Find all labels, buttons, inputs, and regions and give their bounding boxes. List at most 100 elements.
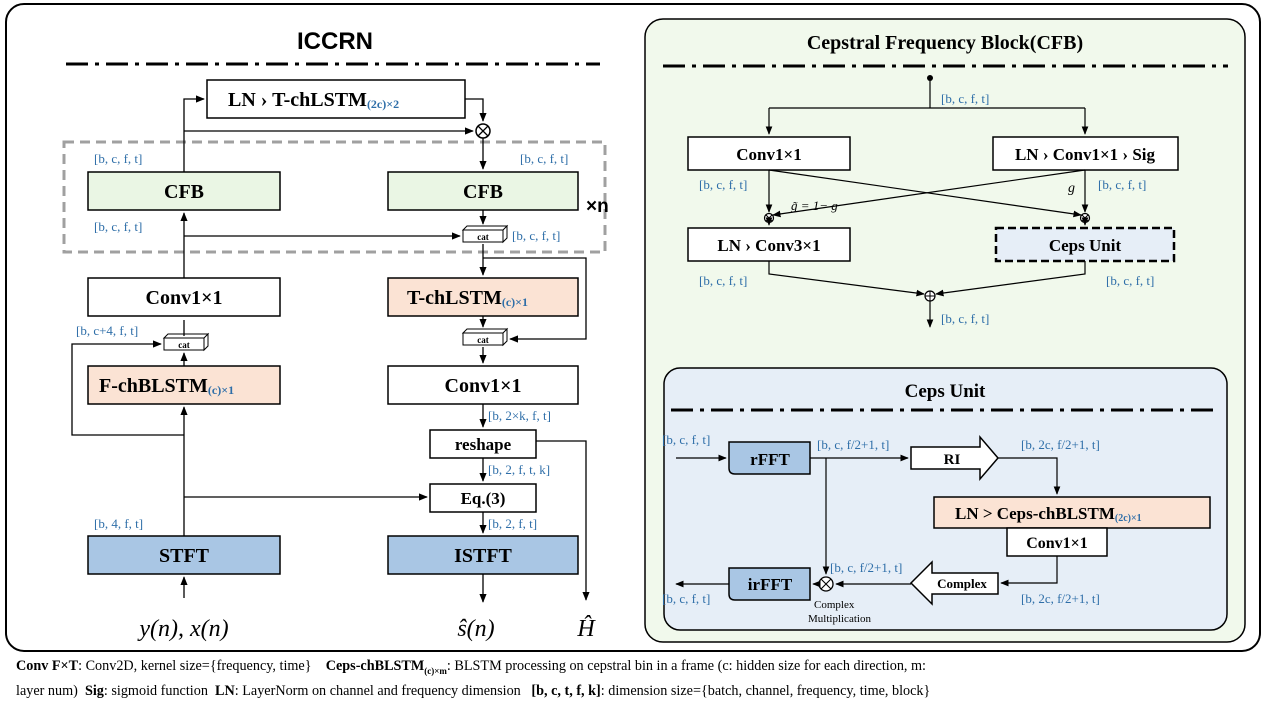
cfb-top-dim: [b, c, f, t] xyxy=(941,91,989,106)
svg-text:cat: cat xyxy=(477,335,489,345)
repeat-group xyxy=(62,140,607,254)
iccrn-diagram: ICCRN LN › T-chLSTM(2c)×2 ×n CFB CFB Con… xyxy=(5,3,1261,652)
dim-cfb-left: [b, c, f, t] xyxy=(94,219,142,234)
dim-stft-out: [b, 4, f, t] xyxy=(94,516,143,531)
output-h-label: Ĥ xyxy=(576,616,596,642)
caption-sig-def: : sigmoid function xyxy=(103,682,208,699)
stft-box xyxy=(87,535,281,575)
ceps-ln-chblstm-label: LN > Ceps-chBLSTM(2c)×1 xyxy=(955,504,1142,524)
cfb-title: Cepstral Frequency Block(CFB) xyxy=(807,32,1083,54)
caption-ceps-term: Ceps-chBLSTM(c)×m xyxy=(325,658,447,676)
dim-top-left: [b, c, f, t] xyxy=(94,151,142,166)
cfb-section: Cepstral Frequency Block(CFB) [b, c, f, … xyxy=(644,18,1246,643)
ceps-title: Ceps Unit xyxy=(905,381,986,402)
dim-cat-in: [b, c+4, f, t] xyxy=(76,323,138,338)
ceps-conv-box xyxy=(1006,527,1108,557)
caption-sig-term: Sig xyxy=(84,682,104,699)
dim-reshape-out: [b, 2, f, t, k] xyxy=(488,462,550,477)
top-lstm-label: LN › T-chLSTM(2c)×2 xyxy=(228,89,399,111)
istft-label: ISTFT xyxy=(454,545,512,567)
ceps-conv-label: Conv1×1 xyxy=(1026,535,1088,552)
ceps-dim-complex: [b, 2c, f/2+1, t] xyxy=(1021,591,1100,606)
cfb-dim-conv: [b, c, f, t] xyxy=(699,177,747,192)
caption-ceps-def: : BLSTM processing on cepstral bin in a … xyxy=(446,658,926,674)
ceps-rfft-label: rFFT xyxy=(750,450,790,469)
cat-block-left: cat xyxy=(162,332,210,352)
conv-left-label: Conv1×1 xyxy=(146,287,223,309)
eq3-box xyxy=(429,483,537,513)
caption-line-2: layer num) Sig: sigmoid function LN: Lay… xyxy=(16,681,1256,701)
t-chlstm-label: T-chLSTM(c)×1 xyxy=(407,287,528,309)
dim-cfb-right: [b, c, f, t] xyxy=(512,228,560,243)
cfb-left-box xyxy=(87,171,281,211)
ceps-irfft-label: irFFT xyxy=(748,575,793,594)
conv-right-box xyxy=(387,365,579,405)
cfb-right-box xyxy=(387,171,579,211)
stft-label: STFT xyxy=(159,545,210,567)
dim-top-right: [b, c, f, t] xyxy=(520,151,568,166)
cfb-ceps-unit-label: Ceps Unit xyxy=(1049,236,1122,255)
ceps-ri-arrow xyxy=(910,434,999,482)
cfb-gate-box xyxy=(992,136,1179,171)
ceps-mult-caption-2: Multiplication xyxy=(808,613,871,625)
cat-block-mid: cat xyxy=(461,327,509,347)
cfb-g: g xyxy=(1068,181,1075,196)
ceps-dim-rfft: [b, c, f/2+1, t] xyxy=(817,437,889,452)
ceps-ln-chblstm-box xyxy=(933,496,1211,529)
cfb-dim-ln: [b, c, f, t] xyxy=(699,273,747,288)
caption-dim-def: : dimension size={batch, channel, freque… xyxy=(600,682,931,699)
cfb-connectors xyxy=(765,78,1089,328)
cfb-gate-label: LN › Conv1×1 › Sig xyxy=(1015,145,1156,164)
caption-dim-term: [b, c, t, f, k] xyxy=(531,682,601,699)
iccrn-title: ICCRN xyxy=(297,28,373,55)
ceps-ri-label: RI xyxy=(944,452,961,468)
ceps-dim-in: [b, c, f, t] xyxy=(662,432,710,447)
caption-ln-term: LN xyxy=(215,682,235,699)
f-chblstm-box xyxy=(87,365,281,405)
cfb-ln-conv3-box xyxy=(687,227,851,262)
repeat-count: ×n xyxy=(586,196,609,217)
ceps-rfft-box xyxy=(728,441,811,475)
ceps-dim-ri: [b, 2c, f/2+1, t] xyxy=(1021,437,1100,452)
cfb-dim-ceps: [b, c, f, t] xyxy=(1106,273,1154,288)
ceps-complex-label: Complex xyxy=(937,576,987,591)
svg-text:cat: cat xyxy=(178,340,190,350)
ceps-mult-caption-1: Complex xyxy=(814,599,855,611)
cfb-conv-label: Conv1×1 xyxy=(736,145,801,164)
cfb-right-label: CFB xyxy=(463,181,503,203)
eq3-label: Eq.(3) xyxy=(461,489,506,508)
iccrn-section: ICCRN LN › T-chLSTM(2c)×2 ×n CFB CFB Con… xyxy=(62,28,609,642)
ceps-dims: [b, c, f, t] [b, c, f/2+1, t] [b, 2c, f/… xyxy=(662,432,1100,606)
dim-eq3-out: [b, 2, f, t] xyxy=(488,516,537,531)
cfb-dim-final: [b, c, f, t] xyxy=(941,311,989,326)
caption-layer-num: layer num) xyxy=(16,682,78,699)
ceps-dim-mult: [b, c, f/2+1, t] xyxy=(830,560,902,575)
istft-box xyxy=(387,535,579,575)
caption-conv-def: : Conv2D, kernel size={frequency, time} xyxy=(78,658,312,674)
cfb-g-tilde: g̃ = 1− g xyxy=(791,198,838,213)
cfb-ceps-unit-box xyxy=(994,226,1176,263)
output-s-label: ŝ(n) xyxy=(457,616,494,642)
iccrn-connectors xyxy=(71,95,590,603)
ceps-connectors xyxy=(675,454,1061,588)
conv-right-label: Conv1×1 xyxy=(445,375,522,397)
figure-caption: Conv F×T: Conv2D, kernel size={frequency… xyxy=(16,656,1256,701)
cfb-conv-box xyxy=(687,136,851,171)
cfb-left-label: CFB xyxy=(164,181,204,203)
dim-conv-out: [b, 2×k, f, t] xyxy=(488,408,551,423)
cfb-dims: [b, c, f, t] [b, c, f, t] [b, c, f, t] [… xyxy=(699,177,1154,326)
caption-line-1: Conv F×T: Conv2D, kernel size={frequency… xyxy=(16,656,1256,681)
svg-text:cat: cat xyxy=(477,232,489,242)
ceps-complex-arrow xyxy=(909,560,999,606)
caption-ln-def: : LayerNorm on channel and frequency dim… xyxy=(234,682,521,699)
ceps-dim-out: [b, c, f, t] xyxy=(662,591,710,606)
reshape-label: reshape xyxy=(455,435,512,454)
cat-block-top: cat xyxy=(461,224,509,244)
caption-conv-term: Conv F×T xyxy=(16,658,79,674)
f-chblstm-label: F-chBLSTM(c)×1 xyxy=(99,375,234,397)
input-signal-label: y(n), x(n) xyxy=(137,616,228,642)
cfb-ln-conv3-label: LN › Conv3×1 xyxy=(717,236,820,255)
conv-left-box xyxy=(87,277,281,317)
iccrn-dims: [b, c, f, t] [b, c, f, t] [b, c, f, t] [… xyxy=(76,151,568,531)
cfb-dim-gate: [b, c, f, t] xyxy=(1098,177,1146,192)
